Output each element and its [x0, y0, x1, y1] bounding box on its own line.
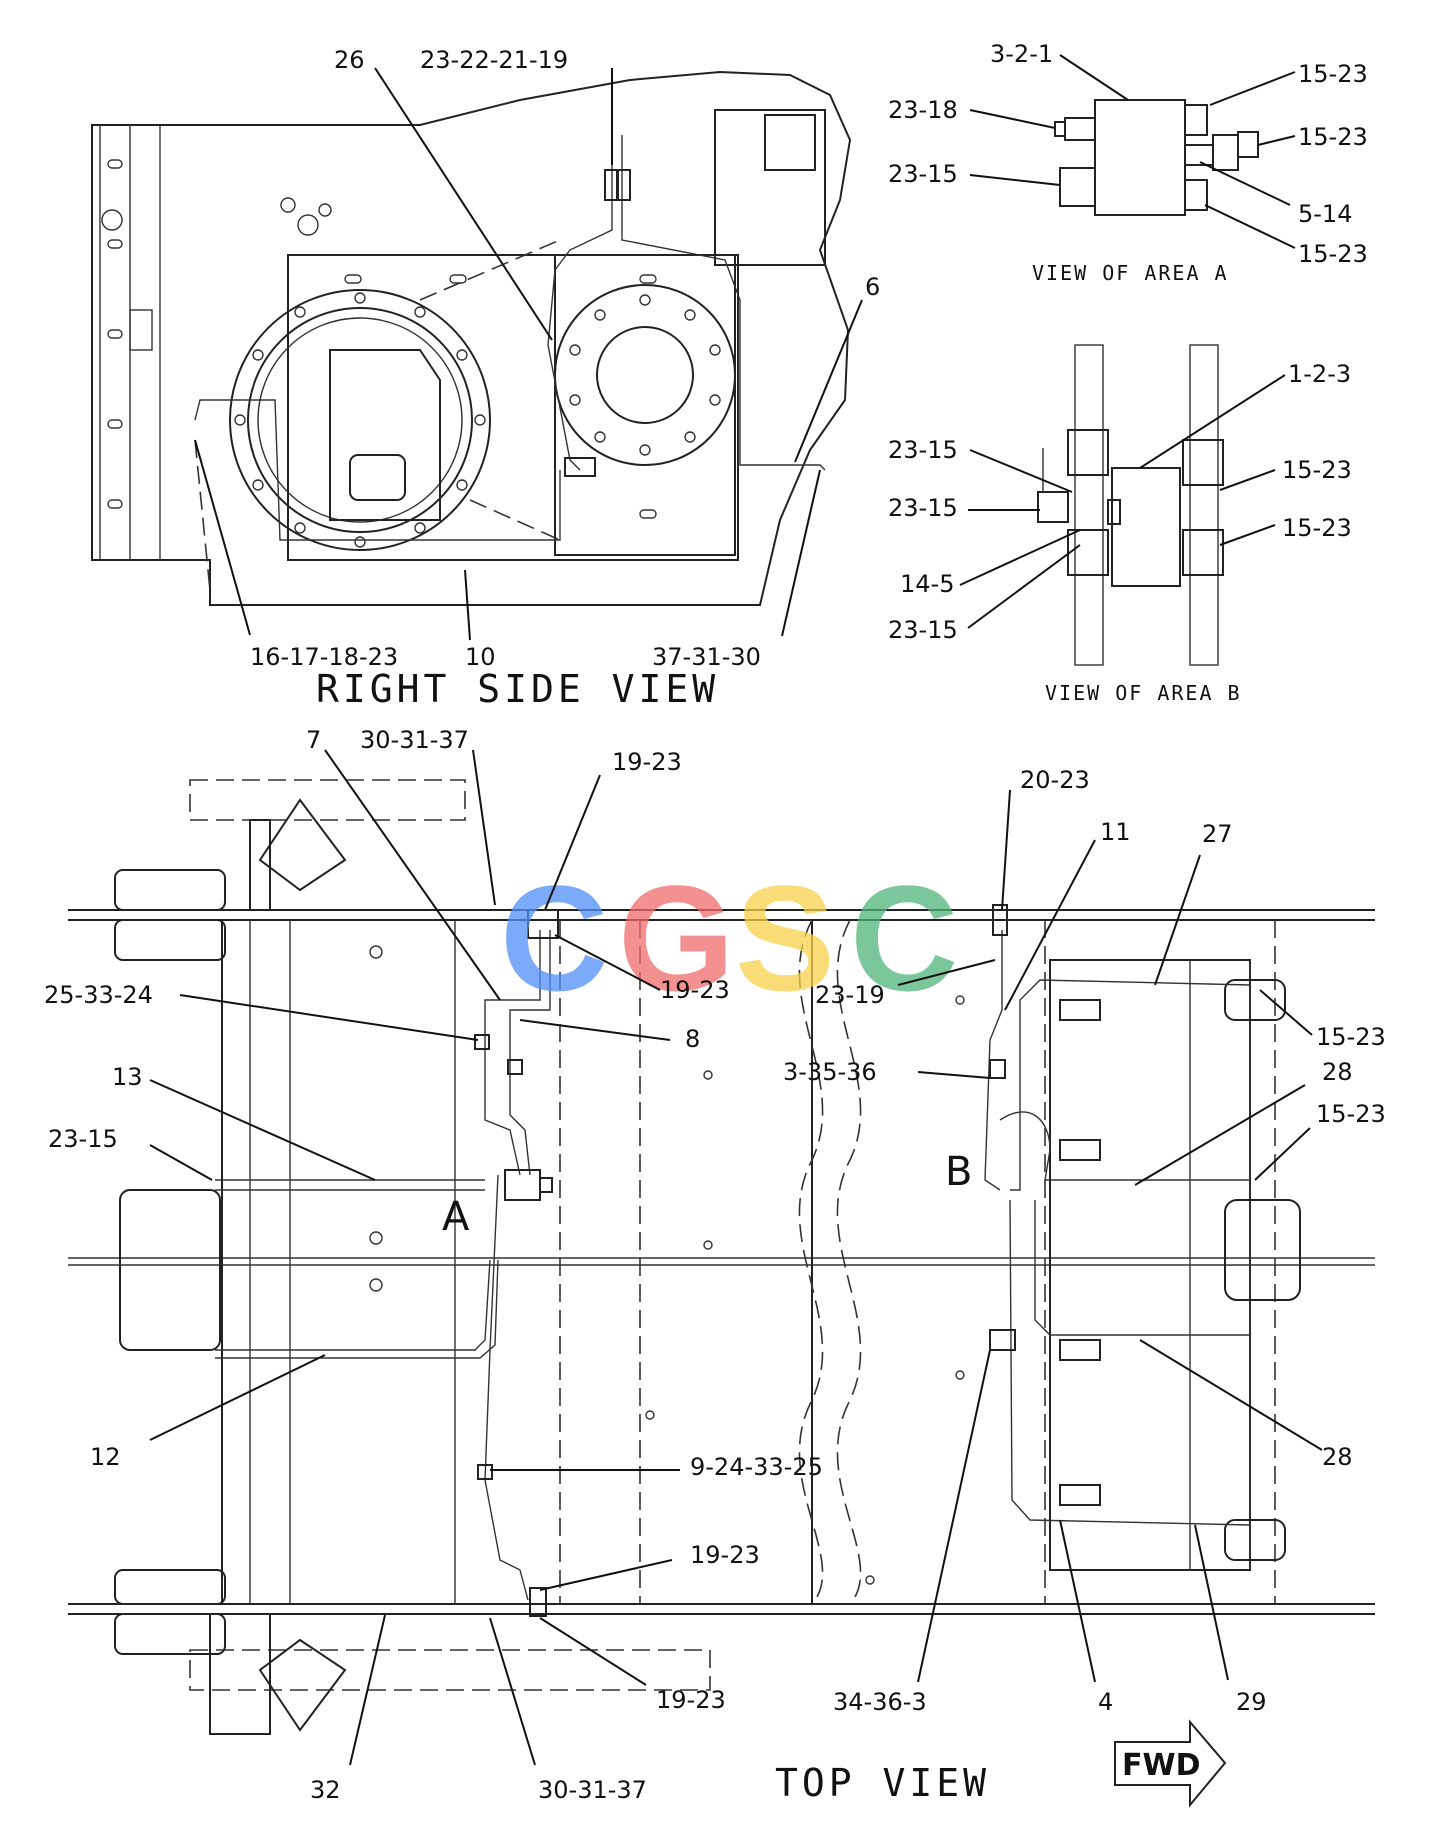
top-view-callouts: 7 30-31-37 19-23 20-23 11 27 19-23 23-19… [44, 726, 1386, 1804]
right-side-view-drawing [91, 70, 852, 606]
callout-23-15: 23-15 [888, 494, 958, 522]
callout-10: 10 [465, 643, 496, 671]
top-view-leaders [149, 749, 1323, 1766]
callout-15-23: 15-23 [1316, 1023, 1386, 1051]
right-side-callouts: 26 23-22-21-19 6 16-17-18-23 10 37-31-30 [250, 46, 880, 671]
callout-3-2-1: 3-2-1 [990, 40, 1053, 68]
callout-14-5: 14-5 [900, 570, 954, 598]
callout-11: 11 [1100, 818, 1131, 846]
callout-15-23: 15-23 [1282, 456, 1352, 484]
area-b-drawing [1037, 344, 1224, 666]
callout-19-23: 19-23 [690, 1541, 760, 1569]
callout-5-14: 5-14 [1298, 200, 1352, 228]
callout-7: 7 [306, 726, 321, 754]
callout-12: 12 [90, 1443, 121, 1471]
view-area-a-title: VIEW OF AREA A [1032, 261, 1229, 285]
fwd-arrow: FWD [1114, 1719, 1227, 1808]
callout-19-23: 19-23 [612, 748, 682, 776]
callout-9-24-33-25: 9-24-33-25 [690, 1453, 823, 1481]
callout-25-33-24: 25-33-24 [44, 981, 153, 1009]
housing-bolt-holes [569, 294, 721, 456]
callout-15-23: 15-23 [1316, 1100, 1386, 1128]
callout-15-23: 15-23 [1298, 123, 1368, 151]
watermark-letter-4: C [850, 854, 958, 1022]
area-a-leaders [969, 54, 1296, 249]
view-area-b-title: VIEW OF AREA B [1045, 681, 1242, 705]
area-a-drawing [1054, 99, 1259, 216]
callout-23-22-21-19: 23-22-21-19 [420, 46, 568, 74]
rail-slots [101, 159, 153, 509]
callout-6: 6 [865, 273, 880, 301]
marker-a: A [442, 1194, 470, 1240]
callout-3-35-36: 3-35-36 [783, 1058, 877, 1086]
callout-23-18: 23-18 [888, 96, 958, 124]
callout-27: 27 [1202, 820, 1233, 848]
callout-23-15: 23-15 [888, 616, 958, 644]
callout-30-31-37: 30-31-37 [360, 726, 469, 754]
watermark: C G S C [500, 854, 958, 1022]
callout-23-15: 23-15 [48, 1125, 118, 1153]
callout-32: 32 [310, 1776, 341, 1804]
callout-15-23: 15-23 [1298, 240, 1368, 268]
callout-19-23: 19-23 [656, 1686, 726, 1714]
callout-19-23: 19-23 [660, 976, 730, 1004]
callout-23-15: 23-15 [888, 436, 958, 464]
marker-b: B [945, 1149, 972, 1195]
frame-holes [369, 945, 965, 1585]
callout-34-36-3: 34-36-3 [833, 1688, 927, 1716]
top-view-drawing [68, 779, 1375, 1735]
callout-37-31-30: 37-31-30 [652, 643, 761, 671]
callout-30-31-37: 30-31-37 [538, 1776, 647, 1804]
callout-26: 26 [334, 46, 365, 74]
watermark-letter-3: S [735, 854, 835, 1022]
flange-bolt-holes [234, 292, 486, 548]
callout-28: 28 [1322, 1443, 1353, 1471]
right-side-leaders [194, 67, 863, 641]
callout-28: 28 [1322, 1058, 1353, 1086]
callout-1-2-3: 1-2-3 [1288, 360, 1351, 388]
watermark-letter-2: G [618, 854, 735, 1022]
callout-20-23: 20-23 [1020, 766, 1090, 794]
wheel-assemblies [114, 869, 1301, 1655]
callout-15-23: 15-23 [1298, 60, 1368, 88]
fwd-label: FWD [1122, 1748, 1201, 1783]
callout-29: 29 [1236, 1688, 1267, 1716]
area-b-callouts: 1-2-3 23-15 15-23 23-15 15-23 14-5 23-15 [888, 360, 1352, 644]
callout-4: 4 [1098, 1688, 1113, 1716]
callout-8: 8 [685, 1025, 700, 1053]
top-view-title: TOP VIEW [775, 1761, 990, 1805]
callout-15-23: 15-23 [1282, 514, 1352, 542]
area-b-leaders [959, 374, 1286, 629]
watermark-letter-1: C [500, 854, 608, 1022]
right-side-view-title: RIGHT SIDE VIEW [316, 667, 719, 711]
callout-16-17-18-23: 16-17-18-23 [250, 643, 398, 671]
callout-23-19: 23-19 [815, 981, 885, 1009]
callout-23-15: 23-15 [888, 160, 958, 188]
area-a-callouts: 3-2-1 15-23 23-18 15-23 23-15 5-14 15-23 [888, 40, 1368, 268]
callout-13: 13 [112, 1063, 143, 1091]
